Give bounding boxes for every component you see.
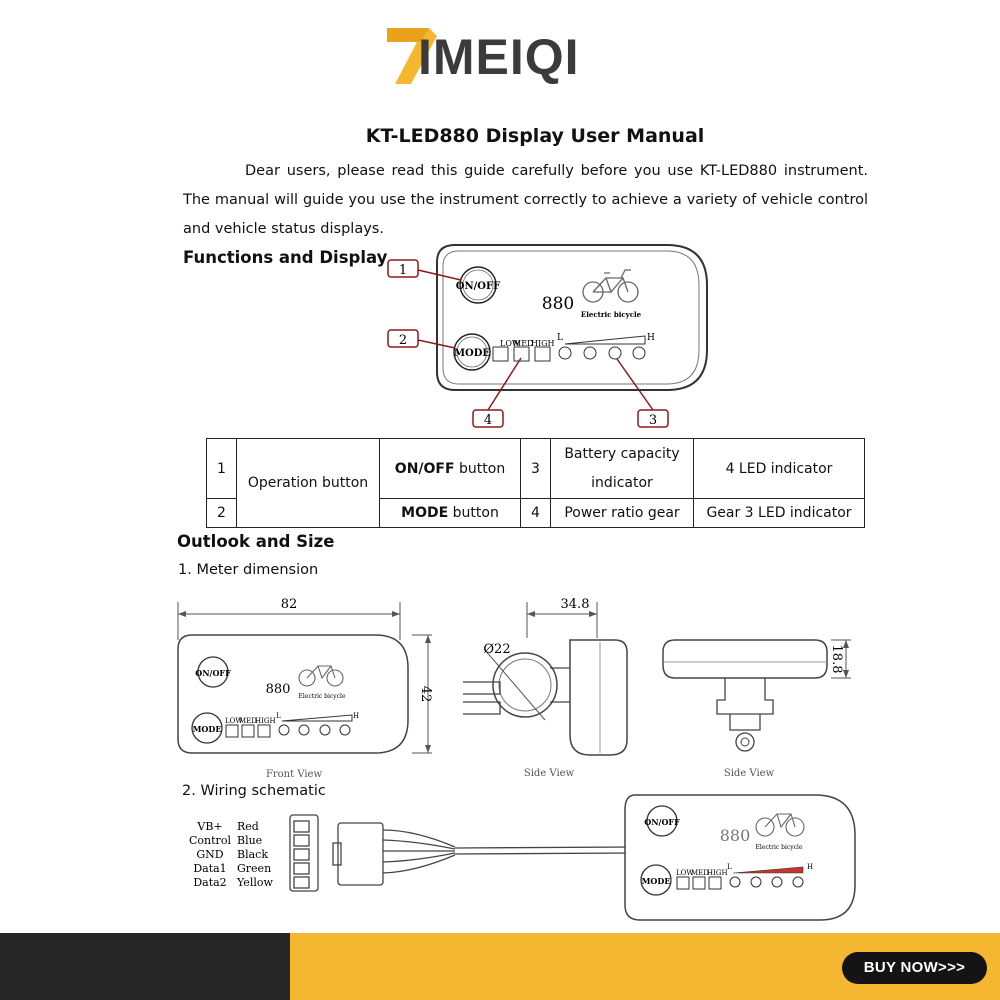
battery-led-2: [583, 346, 597, 360]
gear-high-led: [534, 346, 551, 362]
row-number: 1: [206, 438, 237, 499]
table-row: 1 Operation button ON/OFF button 3 Batte…: [206, 438, 865, 528]
callout-1: 1: [387, 259, 462, 281]
row-desc: Gear 3 LED indicator: [693, 498, 865, 528]
wiring-bar-low: L: [727, 863, 732, 871]
mode-button[interactable]: [453, 333, 491, 371]
side-view-1-label: Side View: [524, 768, 575, 779]
row-item: MODE button: [379, 498, 521, 528]
bicycle-icon: [582, 269, 639, 303]
wiring-bar-high: H: [807, 863, 813, 871]
front-bar-low: L: [276, 712, 281, 720]
wiring-mode-label: MODE: [642, 876, 671, 886]
thickness-dimension: 18.8: [829, 645, 844, 674]
on-off-label: ON/OFF: [456, 281, 500, 292]
display-diagram: ON/OFF 880 Electric bicycle MODE LOW MED…: [387, 244, 708, 428]
page-title: KT-LED880 Display User Manual: [365, 125, 705, 147]
gear-med-led: [513, 346, 530, 362]
callout-3: 3: [616, 358, 669, 428]
display-caption: Electric bicycle: [581, 310, 642, 319]
svg-text:3: 3: [649, 413, 657, 428]
row-group: Operation button: [236, 438, 380, 528]
bar-high-label: H: [647, 333, 655, 343]
callout-4: 4: [472, 357, 522, 428]
row-desc: 4 LED indicator: [693, 438, 865, 499]
brand-logo: [387, 28, 437, 84]
meter-dimension-heading: 1. Meter dimension: [178, 562, 319, 578]
gear-high-label: HIGH: [531, 339, 555, 348]
row-name: Battery capacity indicator: [550, 438, 694, 499]
pin-color: Green: [237, 862, 271, 875]
pin-signal: GND: [196, 848, 223, 861]
section-functions-heading: Functions and Display: [183, 248, 388, 267]
row-number: 2: [206, 498, 237, 528]
wiring-diagram: VB+ Control GND Data1 Data2 Red Blue Bla…: [189, 794, 856, 921]
speed-readout: 880: [542, 294, 574, 314]
wiring-med-label: MED: [691, 869, 709, 877]
side-view-2-diagram: 18.8 Side View: [662, 639, 851, 779]
intro-text: Dear users, please read this guide caref…: [183, 163, 868, 237]
row-name: Power ratio gear: [550, 498, 694, 528]
wiring-bicycle-icon: [755, 813, 805, 837]
svg-text:2: 2: [399, 333, 407, 348]
buy-now-button[interactable]: BUY NOW>>>: [842, 952, 987, 984]
svg-text:4: 4: [484, 413, 492, 428]
bar-low-label: L: [557, 333, 563, 343]
wiring-speed: 880: [720, 826, 751, 845]
logo-text: IMEIQI: [418, 29, 580, 85]
height-dimension: 42: [418, 686, 433, 703]
front-bar-high: H: [353, 712, 359, 720]
section-outlook-heading: Outlook and Size: [177, 532, 335, 551]
front-med-label: MED: [239, 717, 257, 725]
callout-2: 2: [387, 329, 456, 349]
table-row: 2 MODE button 4 Power ratio gear Gear 3 …: [206, 498, 865, 528]
function-table: 1 Operation button ON/OFF button 3 Batte…: [206, 438, 865, 528]
gear-low-led: [492, 346, 509, 362]
connector-icon: [289, 814, 636, 892]
front-mode-label: MODE: [193, 724, 222, 734]
width-dimension: 82: [281, 597, 298, 612]
clamp-dimension: Ø22: [483, 642, 510, 657]
pin-list: VB+ Control GND Data1 Data2 Red Blue Bla…: [189, 820, 273, 889]
battery-led-4: [632, 346, 646, 360]
pin-color: Red: [237, 820, 259, 833]
row-number-2: 3: [520, 438, 551, 499]
wiring-caption: Electric bicycle: [755, 844, 802, 851]
wiring-high-label: HIGH: [707, 869, 728, 877]
mode-label: MODE: [454, 348, 490, 359]
pin-color: Black: [237, 848, 268, 861]
side-view-2-label: Side View: [724, 768, 775, 779]
front-speed: 880: [266, 682, 291, 697]
front-bicycle-icon: [298, 665, 344, 687]
side-view-1-diagram: 34.8 Ø22 Side View: [463, 597, 628, 779]
front-view-label: Front View: [266, 769, 323, 780]
pin-signal: Data1: [193, 862, 226, 875]
wiring-on-off-label: ON/OFF: [644, 817, 680, 827]
front-view-diagram: 82 ON/OFF 880 Electric bicycle MODE LOW …: [177, 597, 433, 780]
depth-dimension: 34.8: [561, 597, 590, 612]
pin-signal: VB+: [196, 820, 222, 833]
pin-color: Blue: [237, 834, 262, 847]
wiring-heading: 2. Wiring schematic: [182, 783, 326, 799]
gear-med-label: MED: [513, 339, 533, 348]
svg-text:1: 1: [399, 263, 407, 278]
front-high-label: HIGH: [255, 717, 276, 725]
battery-bar: [564, 335, 646, 345]
pin-signal: Data2: [193, 876, 226, 889]
row-item: ON/OFF button: [379, 438, 521, 499]
front-on-off-label: ON/OFF: [195, 668, 231, 678]
pin-color: Yellow: [236, 876, 273, 889]
battery-led-1: [558, 346, 572, 360]
intro-paragraph: Dear users, please read this guide caref…: [183, 157, 868, 244]
pin-signal: Control: [189, 834, 231, 847]
gear-low-label: LOW: [500, 339, 521, 348]
row-number-2: 4: [520, 498, 551, 528]
wiring-low-label: LOW: [676, 869, 694, 877]
front-low-label: LOW: [225, 717, 243, 725]
on-off-button[interactable]: [459, 266, 497, 304]
battery-led-3: [608, 346, 622, 360]
front-caption: Electric bicycle: [298, 693, 345, 700]
footer-left-band: [0, 933, 290, 1000]
